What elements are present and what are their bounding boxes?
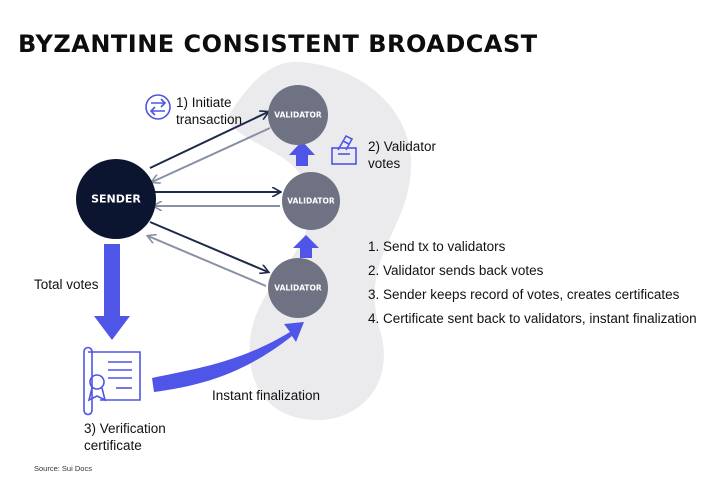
vote-arrow-mid-to-top — [289, 141, 315, 166]
validator-top-label: VALIDATOR — [274, 111, 322, 120]
total-votes-arrow — [94, 244, 130, 340]
arrow-validator-top-to-sender — [152, 127, 271, 182]
arrow-sender-to-validator-bottom — [149, 221, 268, 272]
certificate-icon — [83, 346, 141, 416]
caption-total-votes: Total votes — [34, 277, 99, 292]
caption-verification-certificate: 3) Verification certificate — [84, 421, 166, 453]
caption-instant-finalization: Instant finalization — [212, 388, 321, 403]
instant-finalization-arrow — [152, 322, 304, 392]
validator-bottom-label: VALIDATOR — [274, 284, 322, 293]
arrow-sender-to-validator-top — [149, 112, 268, 169]
caption-initiate-transaction: 1) Initiate transaction — [176, 95, 243, 127]
steps-list: 1. Send tx to validators 2. Validator se… — [368, 238, 697, 334]
vote-arrow-bottom-to-mid — [293, 235, 319, 258]
validator-node-mid: VALIDATOR — [282, 172, 340, 230]
ballot-box-icon — [331, 134, 357, 165]
validator-mid-label: VALIDATOR — [287, 197, 335, 206]
step-item: 3. Sender keeps record of votes, creates… — [368, 287, 680, 302]
caption-validator-votes: 2) Validator votes — [368, 139, 437, 171]
diagram-title: BYZANTINE CONSISTENT BROADCAST — [18, 30, 538, 58]
arrow-validator-bottom-to-sender — [148, 236, 267, 287]
sender-node: SENDER — [76, 159, 156, 239]
sui-watermark — [226, 61, 412, 420]
validator-node-top: VALIDATOR — [268, 85, 328, 145]
validator-node-bottom: VALIDATOR — [268, 258, 328, 318]
sender-node-label: SENDER — [91, 193, 141, 206]
step-item: 4. Certificate sent back to validators, … — [368, 311, 697, 326]
source-note: Source: Sui Docs — [34, 464, 92, 473]
swap-arrows-icon — [145, 94, 171, 120]
step-item: 2. Validator sends back votes — [368, 263, 544, 278]
step-item: 1. Send tx to validators — [368, 239, 506, 254]
